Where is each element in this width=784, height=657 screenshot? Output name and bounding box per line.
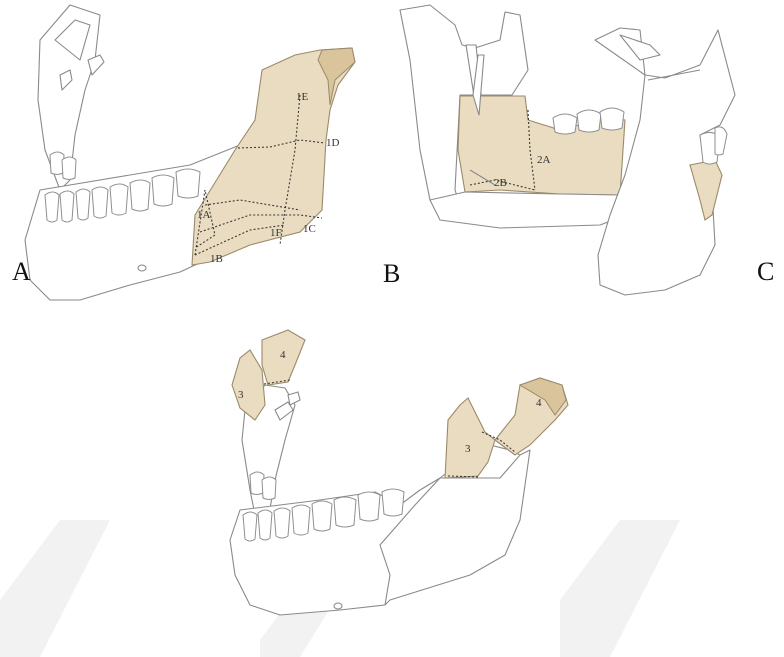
panel-d-front-region-3 <box>232 350 265 420</box>
label-1e: 1E <box>296 91 309 103</box>
panel-label-c: C <box>757 257 774 286</box>
panel-b-fracture-region <box>458 96 625 195</box>
panel-label-a: A <box>12 257 31 286</box>
label-1a: 1A <box>197 209 211 221</box>
panel-label-b: B <box>383 259 400 288</box>
label-1f: 1F <box>270 227 282 239</box>
panel-a-mandible: 1A 1B 1C 1D 1E 1F <box>25 5 355 300</box>
label-2b: 2B <box>494 177 507 189</box>
label-front-4: 4 <box>280 349 286 361</box>
label-1b: 1B <box>210 253 223 265</box>
label-front-3: 3 <box>238 389 244 401</box>
label-1d: 1D <box>326 137 340 149</box>
panel-d-side-region-3 <box>445 398 495 478</box>
panel-b-teeth <box>553 108 624 134</box>
label-side-4: 4 <box>536 397 542 409</box>
label-2a: 2A <box>537 154 551 166</box>
panel-d-mandible: 3 4 3 4 <box>230 330 568 615</box>
label-side-3: 3 <box>465 443 471 455</box>
label-1c: 1C <box>303 223 316 235</box>
